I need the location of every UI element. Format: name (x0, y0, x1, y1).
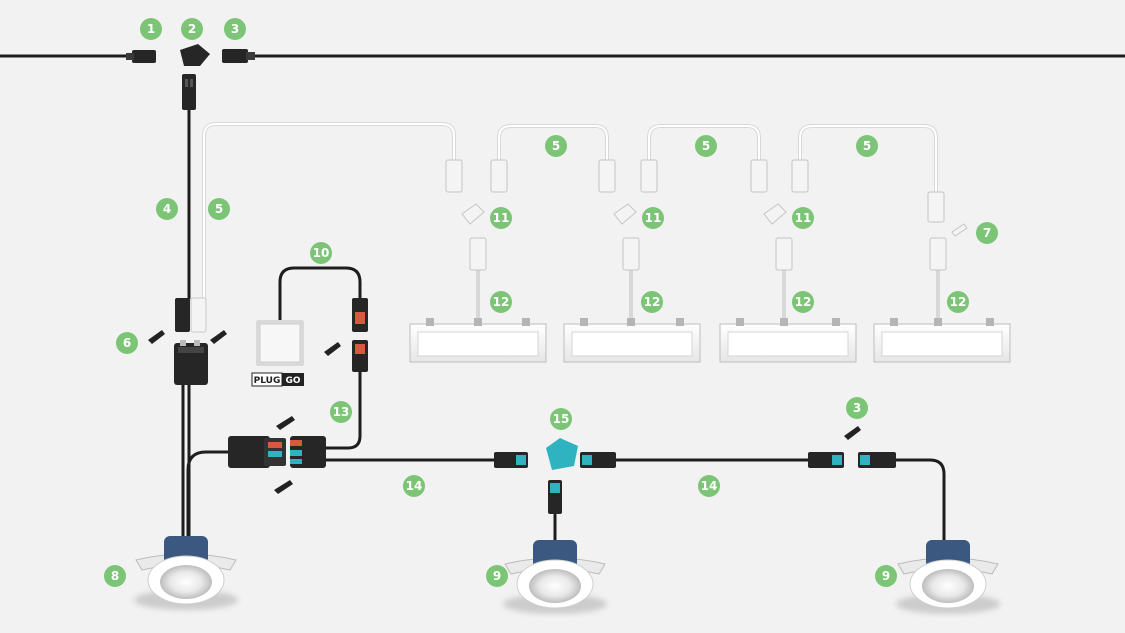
mains-connector-3 (222, 49, 255, 63)
badge-label: 12 (950, 295, 967, 309)
panel-lights (409, 318, 1011, 363)
badge-14: 14 (403, 475, 425, 497)
tee-connector-icon (180, 44, 210, 66)
badge-label: 5 (863, 139, 871, 153)
badge-label: 14 (406, 479, 423, 493)
badge-9: 9 (875, 565, 897, 587)
badge-5: 5 (856, 135, 878, 157)
plug-go-logo: PLUG GO (251, 372, 304, 387)
badge-11: 11 (792, 207, 814, 229)
cover-cap-icon (148, 330, 165, 344)
tee-connector-15 (494, 438, 616, 514)
badge-13: 13 (330, 401, 352, 423)
black-cables (0, 54, 1125, 542)
badge-label: 15 (553, 412, 570, 426)
badge-label: 12 (493, 295, 510, 309)
panel-light-4 (873, 318, 1011, 363)
switch-return-cable (324, 370, 362, 450)
badge-label: 2 (188, 22, 196, 36)
badge-label: 3 (231, 22, 239, 36)
badge-3: 3 (846, 397, 868, 419)
badge-5: 5 (695, 135, 717, 157)
badge-label: 13 (333, 405, 350, 419)
badge-label: 11 (795, 211, 812, 225)
badge-1: 1 (140, 18, 162, 40)
badge-label: 10 (313, 246, 330, 260)
cover-cap-icon (844, 426, 861, 440)
badge-11: 11 (490, 207, 512, 229)
connector-icon (222, 49, 248, 63)
cable-to-distributor (186, 450, 234, 542)
badge-4: 4 (156, 198, 178, 220)
badge-8: 8 (104, 565, 126, 587)
badge-15: 15 (550, 408, 572, 430)
badge-label: 3 (853, 401, 861, 415)
cover-cap-icon (274, 480, 293, 494)
cover-cap-icon (324, 342, 341, 356)
badge-label: 11 (645, 211, 662, 225)
badge-label: 5 (552, 139, 560, 153)
badge-label: 5 (215, 202, 223, 216)
badge-label: 1 (147, 22, 155, 36)
badge-label: 9 (493, 569, 501, 583)
badge-label: 8 (111, 569, 119, 583)
cover-cap-icon (276, 416, 295, 430)
distributor-block (228, 416, 326, 494)
wall-switch-icon (259, 323, 301, 363)
badge-12: 12 (947, 291, 969, 313)
badge-5: 5 (545, 135, 567, 157)
switch-connectors (324, 298, 368, 372)
badge-14: 14 (698, 475, 720, 497)
logo-right-text: GO (285, 376, 300, 386)
badge-12: 12 (490, 291, 512, 313)
badge-9: 9 (486, 565, 508, 587)
badge-label: 12 (644, 295, 661, 309)
mains-connector-1 (126, 50, 156, 63)
badge-11: 11 (642, 207, 664, 229)
panel-light-2 (563, 318, 701, 363)
badge-2: 2 (181, 18, 203, 40)
white-cables (202, 122, 940, 322)
downlight-8 (134, 536, 238, 610)
badge-3: 3 (224, 18, 246, 40)
cover-cap-icon (210, 330, 227, 344)
tee-connector-icon (546, 438, 578, 470)
badge-7: 7 (976, 222, 998, 244)
white-connectors (445, 159, 968, 271)
connector-icon (132, 50, 156, 63)
badge-10: 10 (310, 242, 332, 264)
badge-5: 5 (208, 198, 230, 220)
junction-connectors (148, 297, 227, 385)
badge-6: 6 (116, 332, 138, 354)
badge-label: 5 (702, 139, 710, 153)
badge-label: 12 (795, 295, 812, 309)
panel-light-1 (409, 318, 547, 363)
number-badges: 1 2 3 4 5 5 5 5 6 7 8 9 9 10 11 11 11 12… (104, 18, 998, 587)
badge-12: 12 (641, 291, 663, 313)
badge-label: 6 (123, 336, 131, 350)
badge-label: 7 (983, 226, 991, 240)
downlight-9-center (503, 540, 607, 614)
badge-label: 4 (163, 202, 171, 216)
connector-pair-3 (808, 426, 896, 468)
wall-switch: PLUG GO (251, 320, 304, 387)
mains-tee-connector-2 (180, 44, 210, 110)
logo-left-text: PLUG (254, 376, 281, 386)
badge-label: 9 (882, 569, 890, 583)
badge-12: 12 (792, 291, 814, 313)
badge-label: 14 (701, 479, 718, 493)
downlight-9-right (896, 540, 1000, 614)
badge-label: 11 (493, 211, 510, 225)
panel-light-3 (719, 318, 857, 363)
switch-loop-cable (278, 266, 362, 322)
white-cable-1 (202, 122, 456, 300)
bus-cable-14c (894, 458, 946, 542)
